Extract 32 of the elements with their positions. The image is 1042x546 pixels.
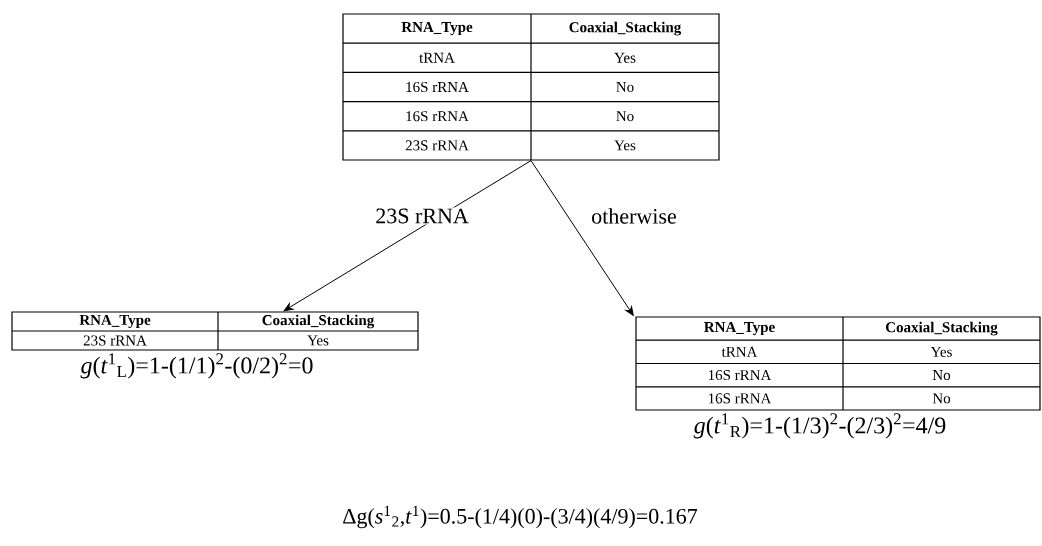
table-cell: No: [616, 111, 634, 122]
edge-label: otherwise: [590, 207, 678, 225]
arrow: [530, 160, 634, 316]
table-cell: 23S rRNA: [405, 140, 469, 151]
table-cell: Yes: [614, 52, 636, 63]
table-cell: No: [932, 393, 951, 404]
formula: g(t$^{1}$$_{L}$)=1-(1/1)$^{2}$-(0/2)$^{2}$=0: [80, 353, 313, 379]
column-header: RNA_Type: [704, 322, 775, 336]
column-header: Coaxial_Stacking: [262, 314, 375, 329]
column-header: RNA_Type: [79, 314, 151, 329]
table-cell: 16S rRNA: [708, 393, 772, 404]
column-header: RNA_Type: [401, 22, 473, 36]
table-cell: 16S rRNA: [406, 111, 469, 122]
column-header: Coaxial_Stacking: [569, 21, 682, 36]
formula: g(t$^{1}$$_{R}$)=1-(1/3)$^{2}$-(2/3)$^{2}$=4/9: [693, 413, 946, 439]
arrow: [283, 160, 532, 312]
table-cell: Yes: [614, 140, 636, 151]
table-cell: Yes: [930, 346, 952, 357]
table-cell: No: [932, 370, 951, 381]
table-cell: 16S rRNA: [708, 370, 772, 381]
table-cell: No: [616, 82, 634, 92]
table-cell: Yes: [307, 335, 329, 346]
data-table: [635, 316, 1041, 439]
edge-label: 23S rRNA: [374, 207, 470, 225]
table-cell: 16S rRNA: [406, 81, 469, 92]
column-header: Coaxial_Stacking: [886, 321, 998, 336]
table-cell: tRNA: [419, 52, 455, 63]
table-cell: 23S rRNA: [83, 335, 147, 346]
data-table: [11, 311, 419, 379]
table-cell: tRNA: [721, 346, 758, 357]
data-table: [342, 13, 720, 161]
formula: Δg(s$^{1}$$_{2}$,t$^{1}$)=0.5-(1/4)(0)-(3/4)(4/9)=0.167: [343, 505, 698, 529]
